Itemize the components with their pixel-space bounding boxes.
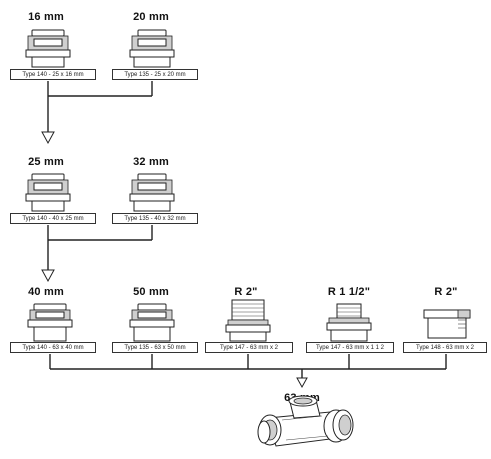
- arrow-down-icon: [296, 377, 308, 389]
- type-label-135-40x32: Type 135 - 40 x 32 mm: [112, 213, 198, 224]
- size-label-40mm: 40 mm: [28, 286, 64, 298]
- size-label-20mm: 20 mm: [133, 11, 169, 23]
- size-label-16mm: 16 mm: [28, 11, 64, 23]
- size-label-r2-female: R 2": [434, 286, 458, 298]
- female-adapter-type-148-icon: [423, 309, 471, 339]
- connector-lines: [47, 81, 447, 378]
- reducer-type-140-icon: [25, 173, 71, 212]
- type-label-140-25x16: Type 140 - 25 x 16 mm: [10, 69, 96, 80]
- reducer-type-135-icon: [129, 173, 175, 212]
- reducer-type-140-icon: [25, 29, 71, 68]
- type-label-147-63x2: Type 147 - 63 mm x 2: [205, 342, 293, 353]
- size-label-r2-male: R 2": [234, 286, 258, 298]
- threaded-adapter-type-147-icon: [225, 299, 271, 342]
- type-label-148-63x2: Type 148 - 63 mm x 2: [403, 342, 487, 353]
- tee-fitting-63mm-icon: [257, 395, 354, 447]
- size-label-32mm: 32 mm: [133, 156, 169, 168]
- size-label-25mm: 25 mm: [28, 156, 64, 168]
- type-label-135-63x50: Type 135 - 63 x 50 mm: [112, 342, 198, 353]
- arrow-down-icon: [41, 269, 55, 283]
- threaded-adapter-type-147-icon: [326, 303, 372, 342]
- reducer-type-140-icon: [27, 303, 73, 342]
- reducer-type-135-icon: [129, 303, 175, 342]
- type-label-140-63x40: Type 140 - 63 x 40 mm: [10, 342, 96, 353]
- type-label-147-63x1-1-2: Type 147 - 63 mm x 1 1 2: [306, 342, 394, 353]
- type-label-135-25x20: Type 135 - 25 x 20 mm: [112, 69, 198, 80]
- type-label-140-40x25: Type 140 - 40 x 25 mm: [10, 213, 96, 224]
- arrow-down-icon: [41, 131, 55, 145]
- size-label-r1-1-2: R 1 1/2": [327, 286, 371, 298]
- size-label-50mm: 50 mm: [133, 286, 169, 298]
- reducer-type-135-icon: [129, 29, 175, 68]
